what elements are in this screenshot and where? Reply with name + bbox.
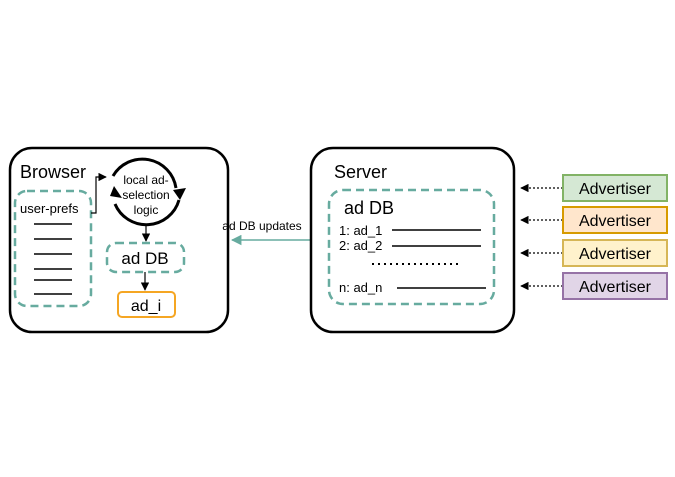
prefs-to-logic-arrow xyxy=(91,172,107,214)
advertiser-1-box xyxy=(562,174,668,202)
logic-label-line-3: logic xyxy=(134,203,159,217)
server-ad-db-label: ad DB xyxy=(344,198,394,218)
user-prefs-list-lines xyxy=(34,223,72,295)
browser-ad-db-box xyxy=(105,241,186,274)
advertiser-2-label: Advertiser xyxy=(579,213,652,230)
ad-i-box xyxy=(117,291,176,318)
advertiser-4-box xyxy=(562,272,668,300)
server-ad-db-box xyxy=(327,188,496,306)
user-prefs-box xyxy=(13,189,93,308)
advertiser-4-label: Advertiser xyxy=(579,279,652,296)
logic-cycle-icon xyxy=(110,157,186,227)
ad-db-updates-label: ad DB updates xyxy=(222,219,301,233)
advertiser-3-box xyxy=(562,239,668,267)
advertiser-1-label: Advertiser xyxy=(579,181,652,198)
logic-label-line-2: selection xyxy=(122,188,169,202)
server-row-2-label: 2: ad_2 xyxy=(339,238,382,253)
server-row-1-label: 1: ad_1 xyxy=(339,223,382,238)
browser-ad-db-label: ad DB xyxy=(121,249,168,268)
advertiser-2-box xyxy=(562,206,668,234)
advertiser-3-label: Advertiser xyxy=(579,246,652,263)
ad-i-label: ad_i xyxy=(131,298,161,315)
browser-box xyxy=(8,146,230,334)
server-row-n-label: n: ad_n xyxy=(339,280,382,295)
server-box xyxy=(309,146,516,334)
server-title: Server xyxy=(334,162,387,182)
logic-label-line-1: local ad- xyxy=(123,173,168,187)
browser-title: Browser xyxy=(20,162,86,182)
advertiser-arrows xyxy=(520,183,563,291)
user-prefs-label: user-prefs xyxy=(20,201,79,216)
